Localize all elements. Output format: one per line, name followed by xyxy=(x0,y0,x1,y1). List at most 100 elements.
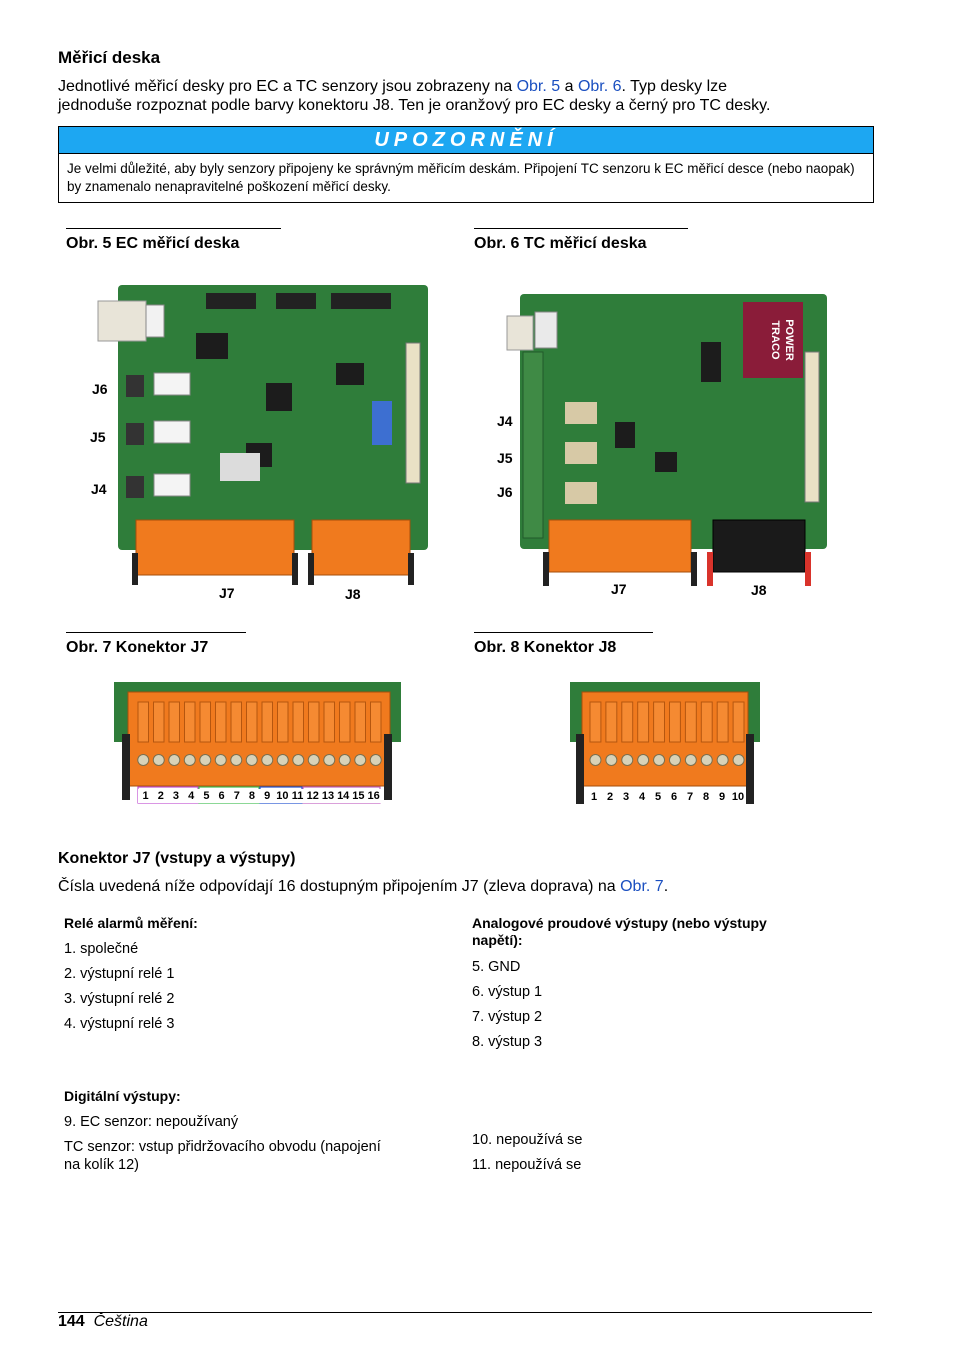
pin-number: 7 xyxy=(233,790,240,802)
fig7-caption: Obr. 7 Konektor J7 xyxy=(66,632,246,657)
traco-logo-line1: TRACO xyxy=(769,320,781,360)
terminal-screw xyxy=(214,754,227,766)
pin-number: 10 xyxy=(276,790,289,802)
terminal-screw xyxy=(230,754,243,766)
relay-heading: Relé alarmů měření: xyxy=(64,915,198,931)
pin-number: 16 xyxy=(367,790,380,802)
tc-label-j8: J8 xyxy=(751,582,767,598)
terminal-screw xyxy=(700,754,713,766)
connector-terminal xyxy=(700,701,713,743)
intro-paragraph: Jednotlivé měřicí desky pro EC a TC senz… xyxy=(58,78,771,114)
pin-number: 9 xyxy=(264,790,271,802)
connector-terminal xyxy=(277,701,289,743)
pin-number: 7 xyxy=(686,791,694,803)
connector-terminal xyxy=(308,701,320,743)
pin-number: 5 xyxy=(654,791,662,803)
connector-terminal xyxy=(354,701,366,743)
terminal-screw xyxy=(323,754,336,766)
pin-number: 1 xyxy=(590,791,598,803)
pin-number: 15 xyxy=(352,790,365,802)
pin-number: 8 xyxy=(702,791,710,803)
terminal-screw xyxy=(354,754,367,766)
list-item: 4. výstupní relé 3 xyxy=(64,1016,175,1032)
terminal-screw xyxy=(168,754,181,766)
terminal-screw xyxy=(307,754,320,766)
connector-terminal xyxy=(292,701,304,743)
list-item: 5. GND xyxy=(472,959,521,975)
pin-number: 12 xyxy=(306,790,319,802)
connector-terminal xyxy=(669,701,681,743)
list-item: TC senzor: vstup přidržovacího obvodu (n… xyxy=(64,1139,381,1173)
list-item: 6. výstup 1 xyxy=(472,984,543,1000)
section-title-measuring-board: Měřicí deska xyxy=(58,48,161,67)
terminal-screw xyxy=(276,754,289,766)
ec-label-j6: J6 xyxy=(92,381,108,397)
pin-number: 9 xyxy=(718,791,726,803)
tc-label-j4: J4 xyxy=(497,413,513,429)
pin-number: 2 xyxy=(157,790,164,802)
pin-number: 13 xyxy=(321,790,335,802)
list-item: 10. nepoužívá se xyxy=(472,1132,583,1148)
terminal-screw xyxy=(199,754,212,766)
tc-board-image: TRACO POWER xyxy=(506,294,827,586)
terminal-screw xyxy=(183,754,196,766)
notice-text: Je velmi důležité, aby byly senzory přip… xyxy=(67,161,855,194)
terminal-screw xyxy=(716,754,729,766)
connector-terminal xyxy=(684,701,697,743)
list-item: 2. výstupní relé 1 xyxy=(64,966,175,982)
fig8-caption: Obr. 8 Konektor J8 xyxy=(474,632,653,657)
tc-label-j7: J7 xyxy=(611,581,627,597)
j7-intro-paragraph: Čísla uvedená níže odpovídají 16 dostupn… xyxy=(58,878,669,895)
terminal-screw xyxy=(152,754,165,766)
link-fig7[interactable]: Obr. 7 xyxy=(620,878,664,895)
pin-number: 4 xyxy=(188,790,195,802)
notice-heading: UPOZORNĚNÍ xyxy=(59,127,873,154)
traco-logo-line2: POWER xyxy=(783,319,795,361)
ec-label-j4: J4 xyxy=(91,481,107,497)
connector-terminal xyxy=(621,701,634,743)
terminal-screw xyxy=(605,754,618,766)
link-fig5[interactable]: Obr. 5 xyxy=(516,78,561,95)
list-item: 3. výstupní relé 2 xyxy=(64,991,175,1007)
connector-terminal xyxy=(589,701,602,743)
connector-terminal xyxy=(653,701,665,743)
pin-number: 14 xyxy=(337,790,350,802)
tc-label-j6: J6 xyxy=(497,484,513,500)
ec-label-j7: J7 xyxy=(219,585,235,601)
terminal-screw xyxy=(137,754,150,766)
connector-terminal xyxy=(716,701,729,743)
terminal-screw xyxy=(369,754,382,766)
footer-language: Čeština xyxy=(93,1313,148,1330)
pin-number: 4 xyxy=(638,791,646,803)
terminal-screw xyxy=(668,754,681,766)
j8-connector-image xyxy=(570,682,760,804)
list-item: 9. EC senzor: nepoužívaný xyxy=(64,1114,239,1130)
pin-number: 1 xyxy=(142,790,149,802)
connector-terminal xyxy=(199,701,211,743)
ec-board-image xyxy=(97,285,428,585)
digital-heading: Digitální výstupy: xyxy=(64,1088,181,1104)
list-item: 8. výstup 3 xyxy=(472,1034,543,1050)
j7-connector-image xyxy=(114,682,401,804)
fig5-caption: Obr. 5 EC měřicí deska xyxy=(66,228,281,253)
connector-terminal xyxy=(215,701,227,743)
page-footer: 144 Čeština xyxy=(58,1313,148,1331)
ec-label-j5: J5 xyxy=(90,429,106,445)
connector-terminal xyxy=(246,701,258,743)
connector-terminal xyxy=(168,701,180,743)
link-fig6[interactable]: Obr. 6 xyxy=(577,78,622,95)
terminal-screw xyxy=(589,754,602,766)
terminal-screw xyxy=(338,754,351,766)
connector-terminal xyxy=(339,701,351,743)
terminal-screw xyxy=(245,754,258,766)
connector-terminal xyxy=(637,701,650,743)
connector-terminal xyxy=(230,701,242,743)
pin-number: 3 xyxy=(622,791,630,803)
list-item: 11. nepoužívá se xyxy=(472,1157,582,1173)
terminal-screw xyxy=(621,754,634,766)
fig6-caption: Obr. 6 TC měřicí deska xyxy=(474,228,688,253)
connector-terminal xyxy=(153,701,165,743)
connector-terminal xyxy=(184,701,196,743)
connector-terminal xyxy=(605,701,618,743)
